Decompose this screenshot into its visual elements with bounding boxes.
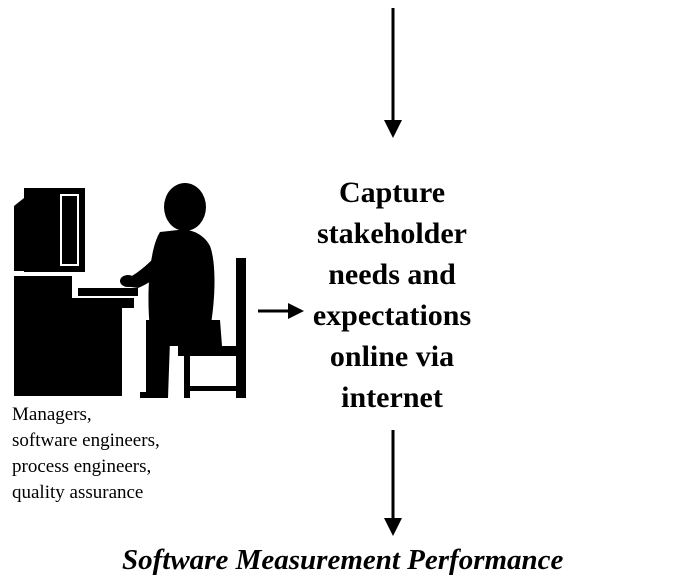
- stakeholder-line: Managers,: [12, 404, 92, 425]
- arrow-bottom-down: [384, 430, 402, 536]
- process-box-label: Capture stakeholder needs and expectatio…: [292, 172, 492, 418]
- output-label: Software Measurement Performance: [122, 544, 564, 576]
- process-line: expectations: [312, 299, 472, 332]
- stakeholder-line: software engineers,: [12, 430, 160, 451]
- process-line: stakeholder: [317, 217, 467, 250]
- process-line: online via: [329, 340, 455, 373]
- arrow-top-down: [384, 8, 402, 138]
- stakeholder-line: process engineers,: [12, 456, 152, 477]
- process-line: needs and: [328, 258, 456, 291]
- person-at-computer-icon: [14, 183, 246, 398]
- stakeholder-list: Managers, software engineers, process en…: [12, 402, 272, 506]
- process-line: Capture: [338, 176, 446, 209]
- arrow-right: [258, 303, 304, 319]
- process-line: internet: [341, 381, 443, 414]
- stakeholder-line: quality assurance: [12, 482, 144, 503]
